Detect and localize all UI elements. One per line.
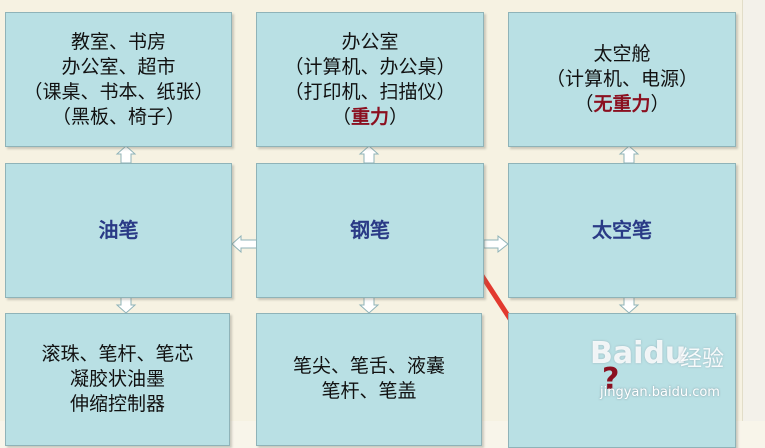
box-text: 笔杆、笔盖 xyxy=(321,380,417,402)
space-pen-label: 太空笔 xyxy=(592,218,652,242)
box-text: 教室、书房 xyxy=(70,30,166,53)
question-mark: ? xyxy=(602,362,620,397)
box-top-right: 太空舱 （计算机、电源） （无重力） xyxy=(508,12,736,147)
box-mid-right: 太空笔 xyxy=(508,163,736,298)
box-bottom-right xyxy=(508,313,736,448)
box-text: （黑板、椅子） xyxy=(51,105,185,128)
box-text: 太空舱 xyxy=(593,43,651,65)
paren-open: （ xyxy=(331,105,351,128)
box-text: 办公室、超市 xyxy=(61,55,176,78)
box-text: 伸缩控制器 xyxy=(69,393,165,415)
box-text: 滚珠、笔杆、笔芯 xyxy=(41,343,194,365)
box-mid-middle: 钢笔 xyxy=(256,163,484,298)
paren-open: （ xyxy=(574,93,594,115)
box-text: （计算机、电源） xyxy=(545,68,698,90)
fountain-pen-label: 钢笔 xyxy=(350,218,390,242)
box-bottom-left: 滚珠、笔杆、笔芯 凝胶状油墨 伸缩控制器 xyxy=(5,313,230,446)
box-top-left: 教室、书房 办公室、超市 （课桌、书本、纸张） （黑板、椅子） xyxy=(5,12,232,147)
box-text: （课桌、书本、纸张） xyxy=(23,80,214,103)
box-text: （打印机、扫描仪） xyxy=(284,80,456,103)
box-text: （计算机、办公桌） xyxy=(284,55,456,78)
box-text-zero-gravity: （无重力） xyxy=(574,92,669,117)
box-text-gravity: （重力） xyxy=(332,105,408,130)
ballpoint-pen-label: 油笔 xyxy=(98,218,139,242)
box-text: 办公室 xyxy=(341,30,399,53)
window-edge xyxy=(742,0,765,421)
box-text: 笔尖、笔舌、液囊 xyxy=(292,355,445,377)
box-text: 凝胶状油墨 xyxy=(69,368,165,390)
box-top-middle: 办公室 （计算机、办公桌） （打印机、扫描仪） （重力） xyxy=(256,12,484,147)
gravity-label: 重力 xyxy=(350,105,389,128)
box-mid-left: 油笔 xyxy=(5,163,232,298)
paren-close: ） xyxy=(389,105,409,128)
paren-close: ） xyxy=(650,93,670,115)
zero-gravity-label: 无重力 xyxy=(593,93,651,115)
box-bottom-middle: 笔尖、笔舌、液囊 笔杆、笔盖 xyxy=(256,313,482,446)
